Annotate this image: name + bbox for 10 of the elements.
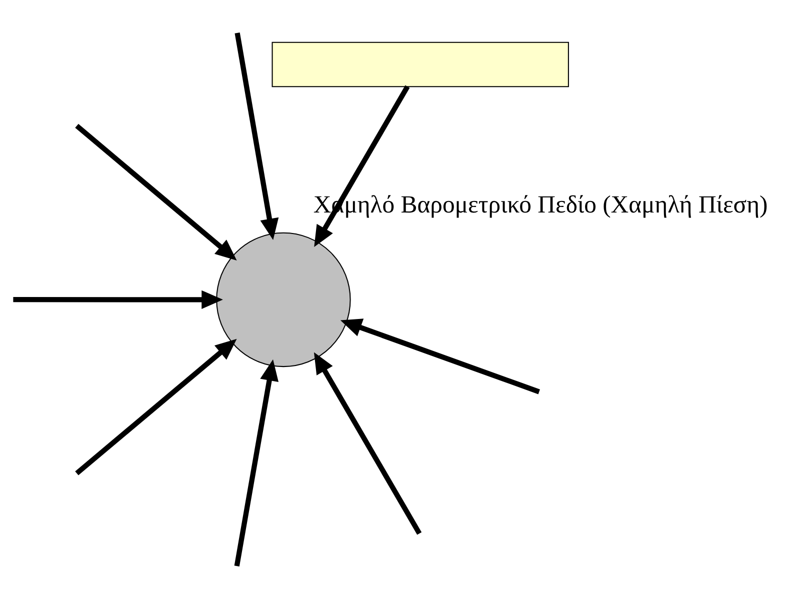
arrow <box>314 352 422 534</box>
arrow <box>234 358 279 566</box>
arrow <box>75 338 237 475</box>
arrow <box>340 318 540 394</box>
arrow <box>234 32 279 240</box>
node-box <box>272 41 569 87</box>
arrow <box>75 123 237 260</box>
arrow <box>13 290 223 308</box>
arrow <box>314 84 410 246</box>
node-circle <box>216 232 351 367</box>
